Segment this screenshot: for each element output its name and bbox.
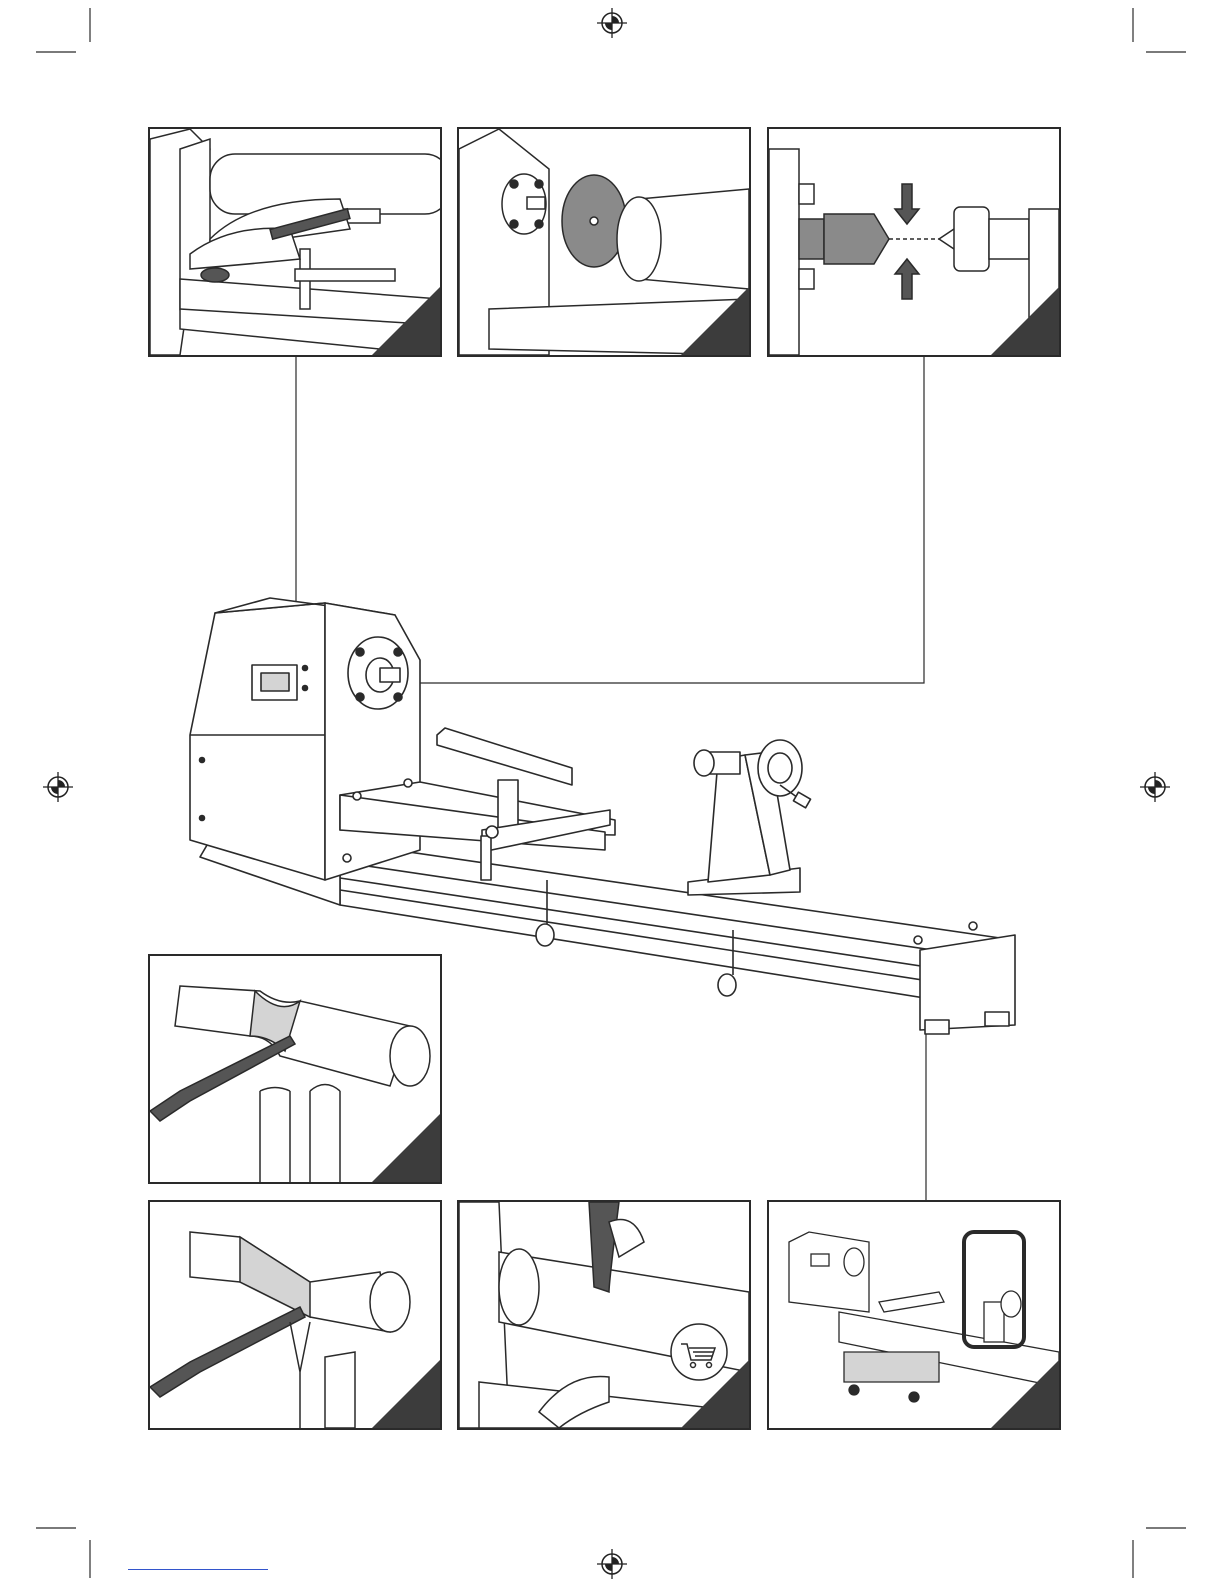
footer-link-underline [128,1569,268,1570]
panel-center-alignment [767,127,1061,357]
panel-corner-tab [372,1360,440,1428]
panel-corner-tab [681,287,749,355]
panel-gouge-turning [148,954,442,1184]
panel-corner-tab [991,1360,1059,1428]
panel-corner-tab [991,287,1059,355]
panel-corner-tab [372,1114,440,1182]
panel-corner-tab [681,1360,749,1428]
panel-faceplate-mount [457,127,751,357]
panel-sanding [457,1200,751,1430]
panel-skew-chisel-turning [148,1200,442,1430]
panel-lathe-on-stand [767,1200,1061,1430]
panel-tool-rest-adjust [148,127,442,357]
panel-corner-tab [372,287,440,355]
